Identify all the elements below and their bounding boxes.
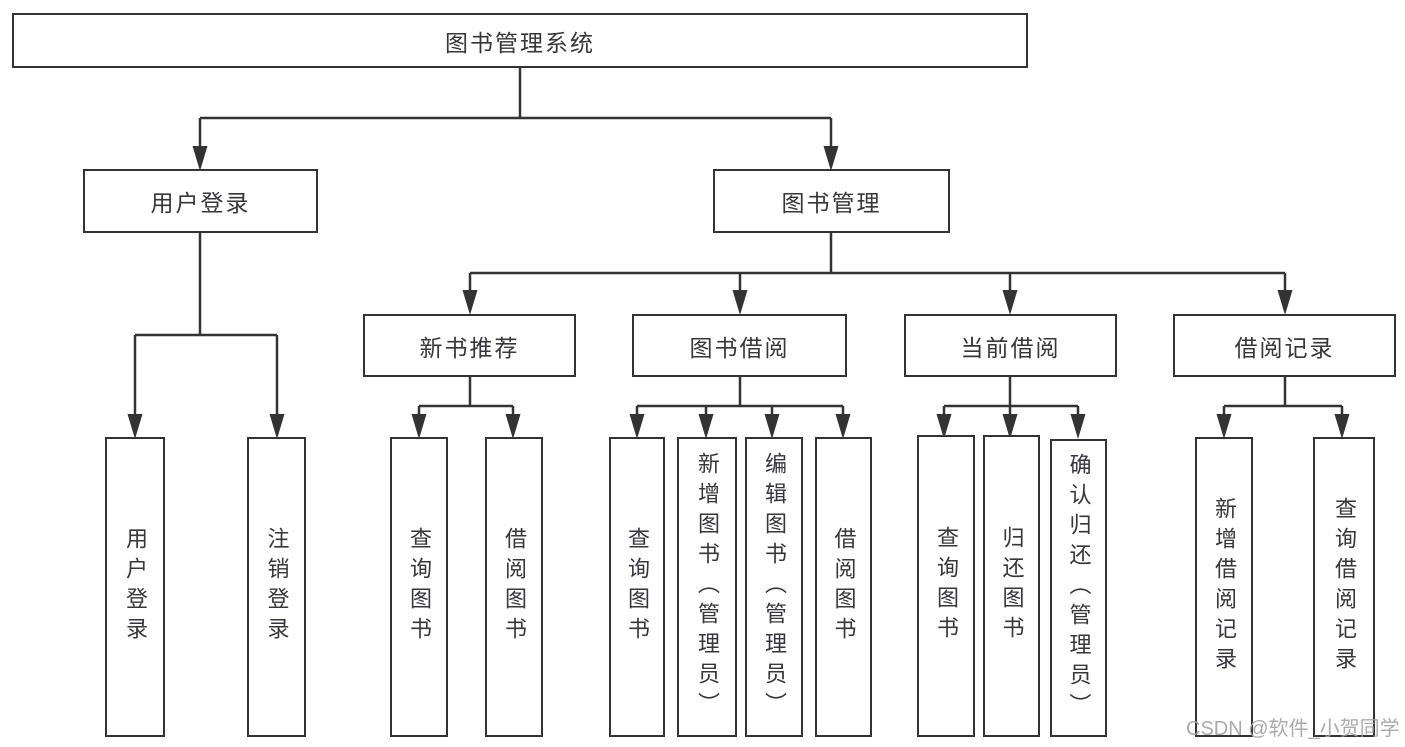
node-user-login-leaf-label: 用户登录 [123,527,148,647]
arrowhead [462,290,478,315]
node-add-borrow-record: 新增借阅记录 [1195,437,1253,737]
arrowhead [505,414,521,439]
arrowhead [764,414,780,439]
connector-book-borrow-to-children [635,377,845,418]
node-borrow-books-2: 借阅图书 [815,437,872,737]
arrowhead [1070,414,1086,439]
node-book-mgmt-label: 图书管理 [781,190,882,216]
node-user-login: 用户登录 [83,169,318,233]
node-return-books: 归还图书 [983,435,1040,737]
node-query-books-3-label: 查询图书 [934,526,959,646]
arrowhead [835,414,851,439]
node-current-borrow-label: 当前借阅 [960,334,1061,361]
arrowhead [192,146,208,171]
connector-lines-group [133,66,1344,418]
connector-root-to-level2 [198,66,833,150]
node-root: 图书管理系统 [12,13,1028,68]
arrowhead [732,290,748,315]
node-query-borrow-record: 查询借阅记录 [1313,437,1375,737]
node-book-borrow-label: 图书借阅 [689,334,790,361]
node-query-books-1-label: 查询图书 [407,527,432,647]
node-logout-leaf-label: 注销登录 [264,527,290,647]
arrowhead [127,414,143,439]
node-query-books-1: 查询图书 [390,437,448,737]
node-borrow-books-1: 借阅图书 [485,437,543,737]
node-add-books-label: 新增图书（管理员） [695,452,720,722]
node-edit-books-label: 编辑图书（管理员） [762,452,787,722]
node-borrow-books-2-label: 借阅图书 [831,527,857,647]
arrowhead [1002,290,1018,315]
connector-current-borrow-to-children [942,377,1080,418]
node-book-borrow: 图书借阅 [632,314,847,377]
arrowhead [1002,414,1018,439]
node-user-login-leaf: 用户登录 [105,437,165,737]
connector-new-book-rec-to-children [417,377,515,418]
node-new-book-rec: 新书推荐 [363,314,576,377]
node-query-books-2-label: 查询图书 [625,527,650,647]
node-add-books: 新增图书（管理员） [677,437,737,737]
node-confirm-return: 确认归还（管理员） [1050,439,1107,737]
arrowhead [823,146,839,171]
node-current-borrow: 当前借阅 [904,314,1117,377]
connector-book-mgmt-to-level3 [468,233,1287,292]
arrowhead [1334,414,1350,439]
connector-borrow-record-to-children [1222,377,1344,418]
arrowhead [411,414,427,439]
node-query-books-3: 查询图书 [917,435,975,737]
arrowhead [1277,290,1293,315]
node-borrow-books-1-label: 借阅图书 [502,527,527,647]
connector-user-login-to-children [133,233,279,418]
arrowhead [698,414,714,439]
node-new-book-rec-label: 新书推荐 [419,334,520,361]
arrowheads-group [127,146,1350,439]
node-edit-books: 编辑图书（管理员） [745,437,803,737]
arrowhead [936,414,952,439]
arrowhead [629,414,645,439]
node-confirm-return-label: 确认归还（管理员） [1066,453,1092,723]
node-add-borrow-record-label: 新增借阅记录 [1212,497,1237,677]
node-borrow-record: 借阅记录 [1173,314,1396,377]
arrowhead [1216,414,1232,439]
node-return-books-label: 归还图书 [999,526,1025,646]
node-user-login-label: 用户登录 [150,190,251,216]
node-query-borrow-record-label: 查询借阅记录 [1332,497,1357,677]
arrowhead [269,414,285,439]
node-book-mgmt: 图书管理 [713,169,950,233]
node-logout-leaf: 注销登录 [247,437,306,737]
node-query-books-2: 查询图书 [609,437,665,737]
node-root-label: 图书管理系统 [445,29,595,56]
node-borrow-record-label: 借阅记录 [1234,334,1335,361]
watermark: CSDN @软件_小贺同学 [1186,718,1400,740]
